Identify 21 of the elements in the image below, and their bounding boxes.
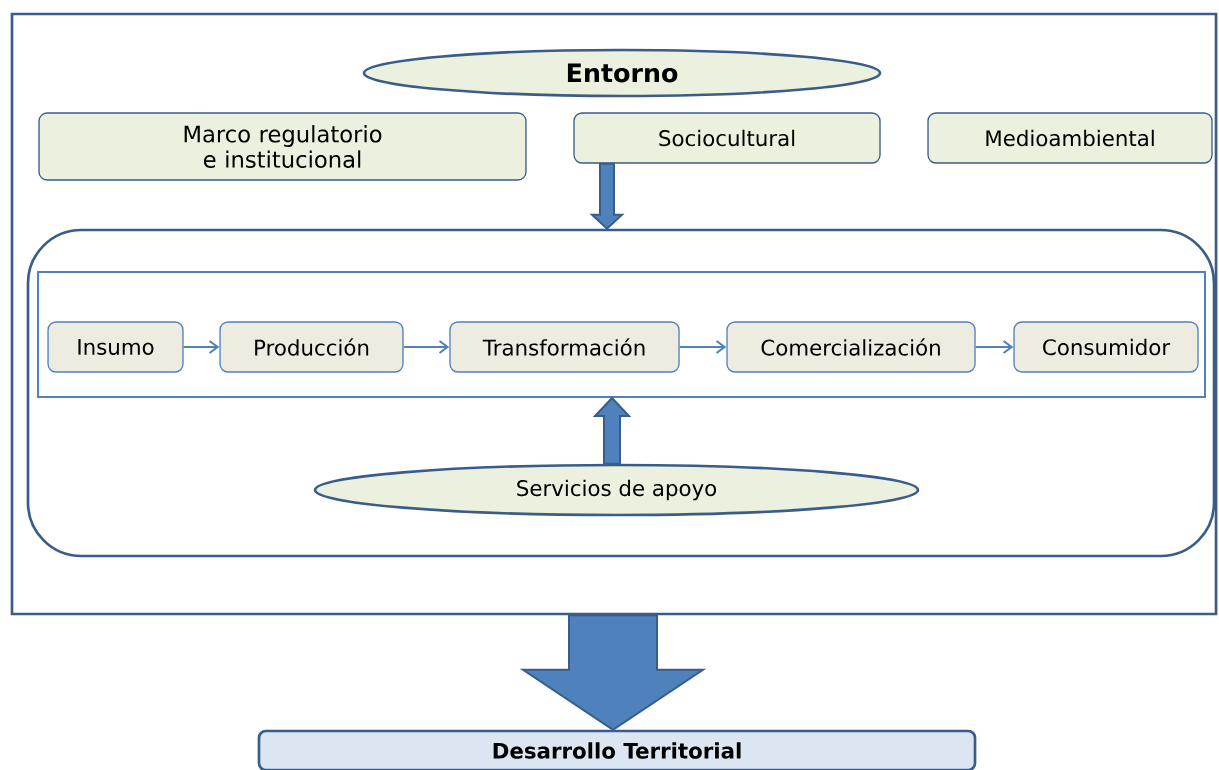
process-box: Comercialización bbox=[726, 321, 976, 373]
block-arrow bbox=[589, 162, 625, 231]
block-arrow bbox=[519, 614, 707, 731]
block-arrow bbox=[592, 396, 632, 465]
ellipse-label: Servicios de apoyo bbox=[313, 463, 920, 517]
chain-frame bbox=[37, 270, 1206, 399]
factor-box: Sociocultural bbox=[573, 112, 881, 164]
process-box: Producción bbox=[219, 321, 404, 373]
factor-box: Medioambiental bbox=[927, 112, 1213, 164]
arrow bbox=[183, 340, 220, 354]
process-box: Transformación bbox=[449, 321, 680, 373]
arrow bbox=[679, 340, 727, 354]
rounded-panel bbox=[26, 228, 1216, 558]
factor-box: Marco regulatorio e institucional bbox=[38, 112, 527, 181]
process-box: Insumo bbox=[47, 321, 184, 373]
arrow bbox=[975, 340, 1014, 354]
ellipse-label: Entorno bbox=[362, 48, 882, 98]
outer-frame bbox=[10, 12, 1218, 616]
process-box: Consumidor bbox=[1013, 321, 1199, 373]
result-box: Desarrollo Territorial bbox=[257, 729, 977, 770]
arrow bbox=[403, 340, 450, 354]
